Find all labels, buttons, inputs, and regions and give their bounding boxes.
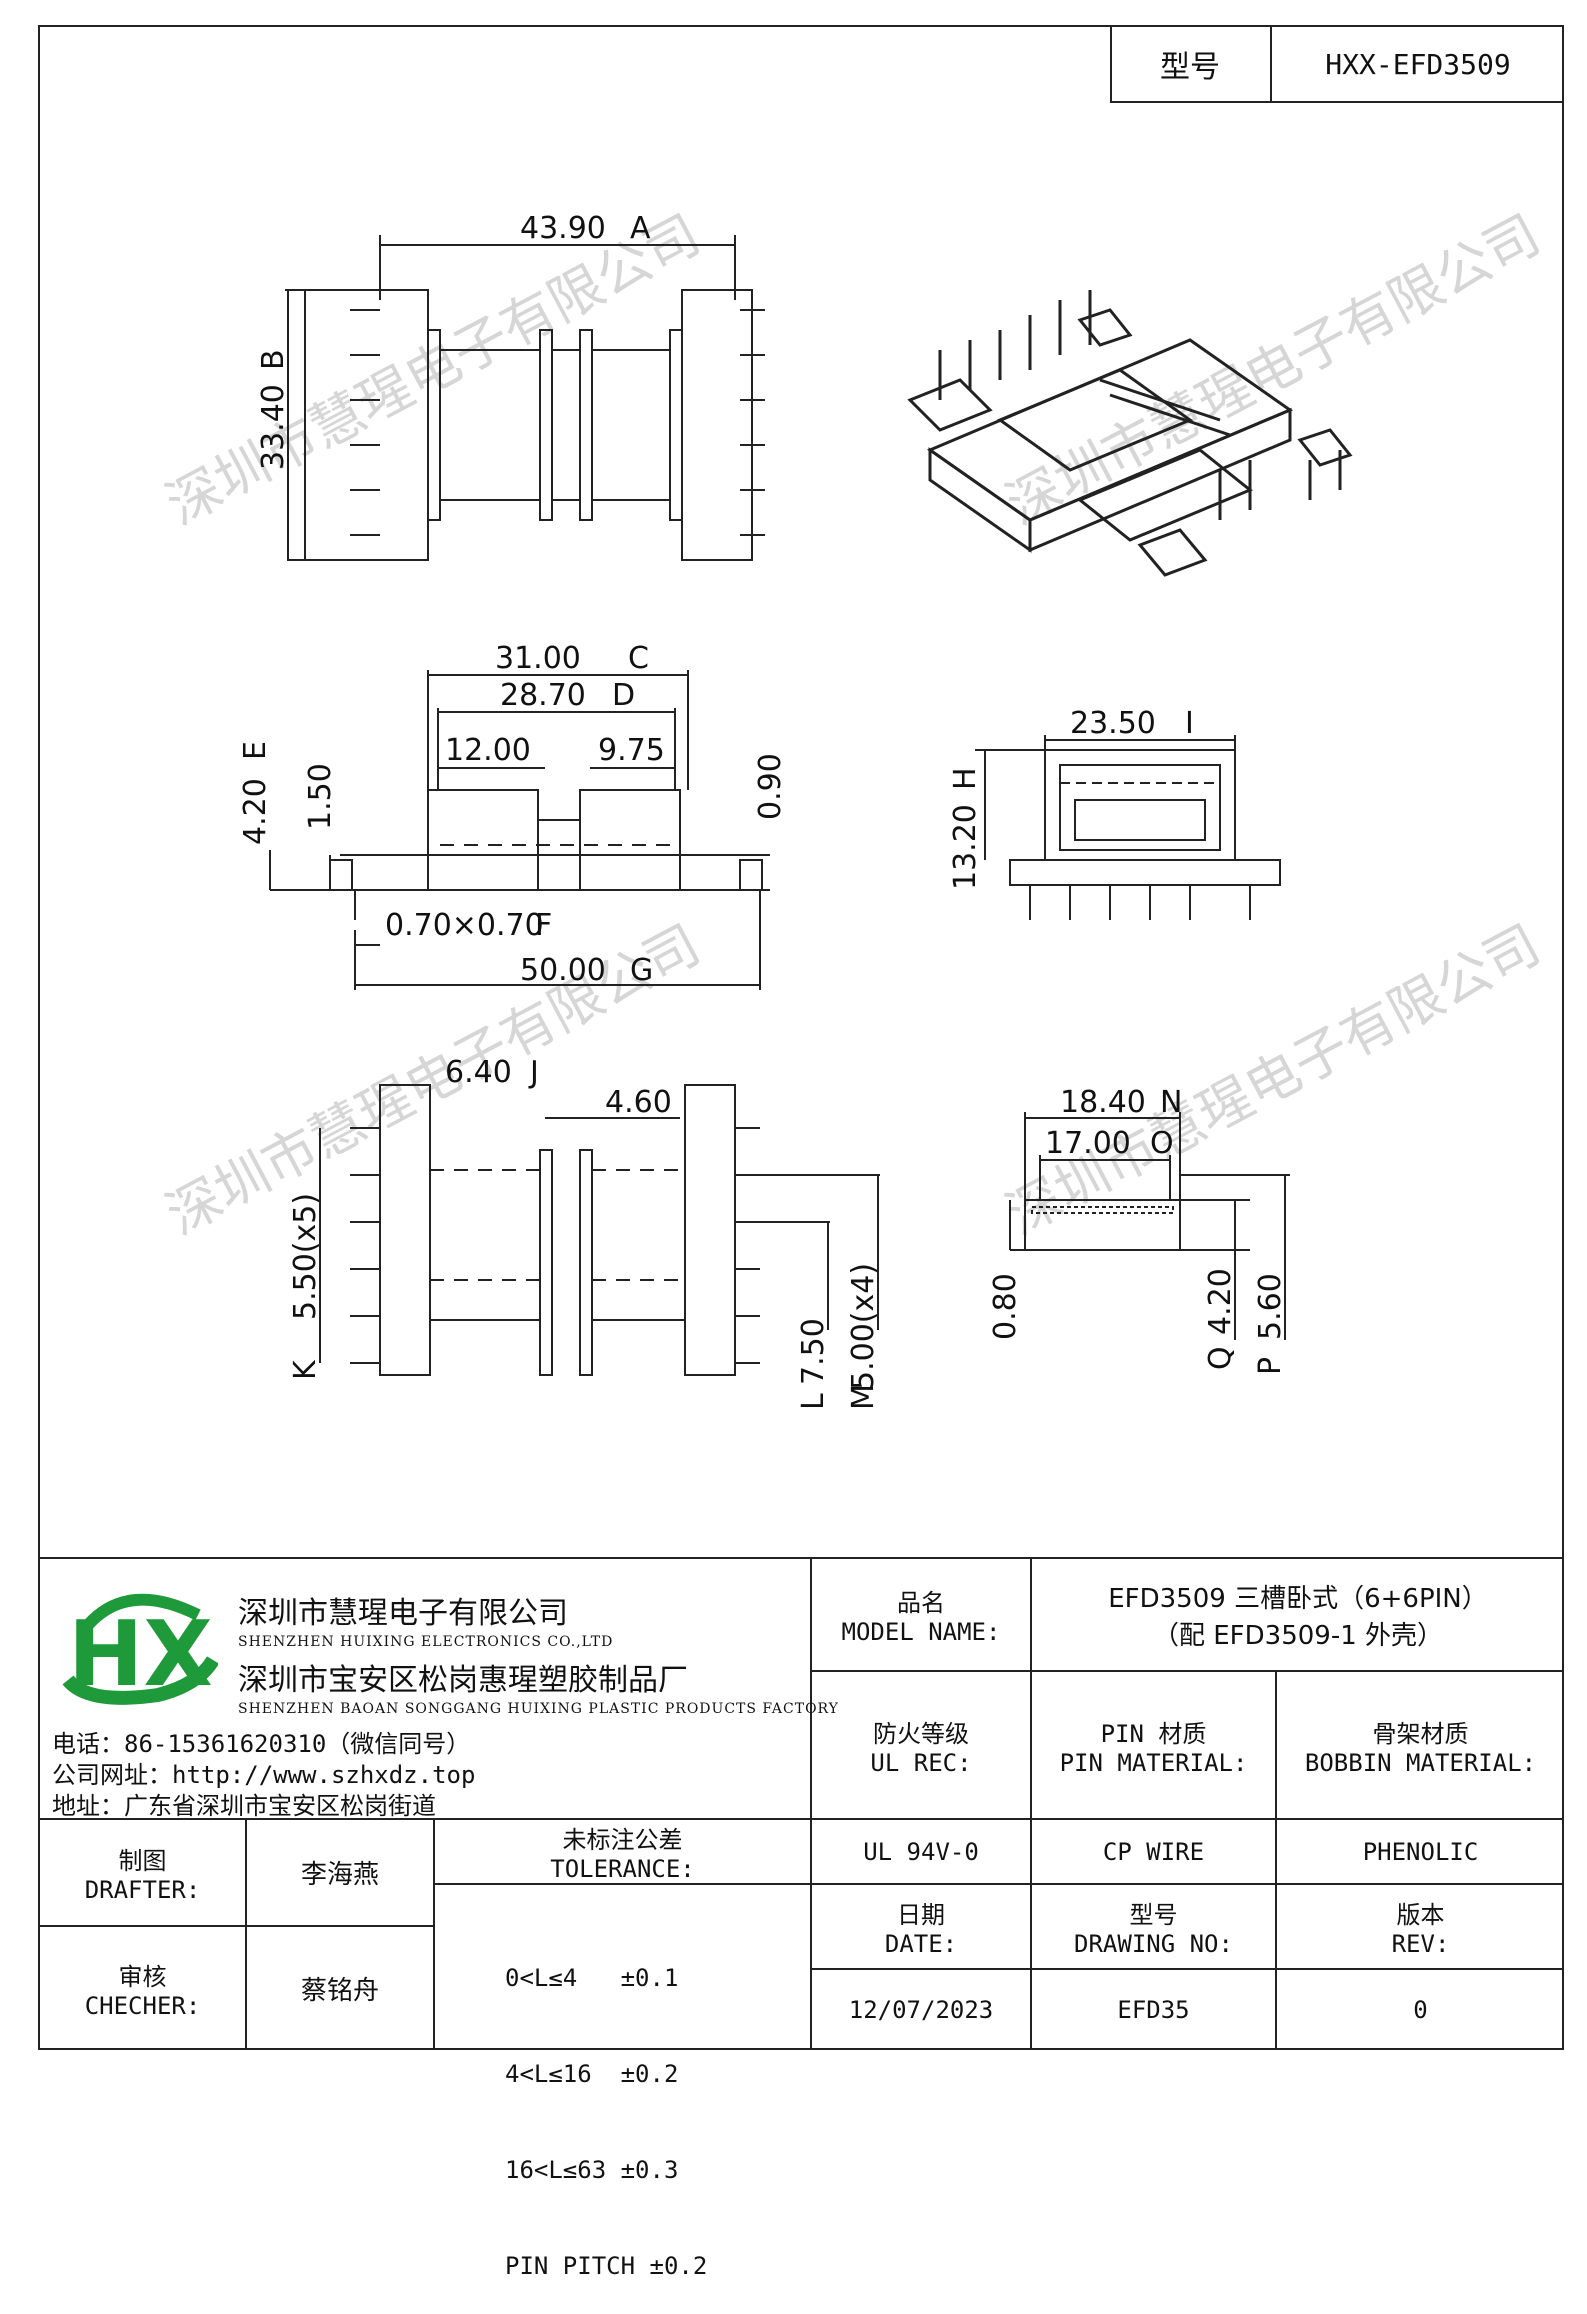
dim-tag-q: Q bbox=[1203, 1346, 1238, 1370]
drawing-no-value: EFD35 bbox=[1117, 1996, 1190, 2024]
dim-n: 18.40 bbox=[1060, 1085, 1146, 1120]
dim-tag-g: G bbox=[630, 953, 653, 988]
dim-e: 4.20 bbox=[238, 778, 273, 845]
dim-tag-f: F bbox=[535, 908, 552, 943]
dim-tag-h: H bbox=[948, 767, 983, 790]
dim-g: 50.00 bbox=[520, 953, 606, 988]
logo-text: HX bbox=[68, 1602, 213, 1707]
header-model-label: 型号 bbox=[1160, 50, 1220, 85]
dim-460: 4.60 bbox=[605, 1085, 672, 1120]
company-address: 地址：广东省深圳市宝安区松岗街道 bbox=[52, 1792, 436, 1820]
dim-tag-k: K bbox=[288, 1359, 323, 1380]
model-name-value: EFD3509 三槽卧式（6+6PIN） （配 EFD3509-1 外壳） bbox=[1108, 1583, 1488, 1651]
dim-tag-b: B bbox=[256, 349, 291, 370]
isometric-view bbox=[907, 290, 1353, 577]
bobbin-material-value: PHENOLIC bbox=[1362, 1837, 1479, 1866]
tolerance-line: 16<L≤63 ±0.3 bbox=[505, 2156, 679, 2184]
header-model-box bbox=[1110, 25, 1564, 103]
company-website: 公司网址：http://www.szhxdz.top bbox=[52, 1761, 476, 1789]
top-view bbox=[285, 235, 765, 561]
checker-name: 蔡铭舟 bbox=[300, 1976, 379, 2006]
ul-value: UL 94V-0 bbox=[863, 1837, 979, 1866]
dim-o: 17.00 bbox=[1045, 1126, 1131, 1161]
dim-080: 0.80 bbox=[988, 1273, 1023, 1340]
dim-090: 0.90 bbox=[753, 753, 788, 820]
dim-j: 6.40 bbox=[445, 1055, 512, 1090]
dim-tag-o: O bbox=[1150, 1126, 1174, 1161]
pin-material-value: CP WIRE bbox=[1102, 1837, 1205, 1866]
drawing-frame bbox=[38, 25, 1564, 2050]
dim-tag-m: M bbox=[846, 1384, 881, 1410]
dim-a: 43.90 bbox=[520, 211, 606, 246]
dim-right-slot: 9.75 bbox=[598, 733, 665, 768]
dim-c: 31.00 bbox=[495, 641, 581, 676]
dim-tag-e: E bbox=[238, 741, 273, 760]
front-view bbox=[269, 670, 770, 990]
tolerance-line: 4<L≤16 ±0.2 bbox=[505, 2060, 679, 2088]
dim-150: 1.50 bbox=[303, 763, 338, 830]
dim-m: 5.00(x4) bbox=[846, 1263, 881, 1390]
dim-h: 13.20 bbox=[948, 804, 983, 890]
dim-tag-j: J bbox=[528, 1055, 539, 1090]
dim-tag-i: I bbox=[1185, 706, 1194, 741]
dim-k: 5.50(x5) bbox=[288, 1193, 323, 1320]
end-view bbox=[1009, 1112, 1290, 1340]
date-value: 12/07/2023 bbox=[848, 1996, 994, 2024]
header-model-value: HXX-EFD3509 bbox=[1325, 47, 1511, 81]
dim-tag-c: C bbox=[628, 641, 649, 676]
dim-tag-l: L bbox=[796, 1393, 831, 1410]
bottom-view bbox=[319, 1084, 880, 1376]
dim-tag-a: A bbox=[630, 211, 651, 246]
dim-tag-d: D bbox=[612, 678, 635, 713]
factory-name-cn: 深圳市宝安区松岗惠瑆塑胶制品厂 bbox=[238, 1663, 688, 1698]
dim-q: 4.20 bbox=[1203, 1268, 1238, 1335]
dim-tag-p: P bbox=[1253, 1357, 1288, 1375]
dim-p: 5.60 bbox=[1253, 1273, 1288, 1340]
model-name-label: 品名 MODEL NAME: bbox=[841, 1589, 1001, 1646]
dim-b: 33.40 bbox=[256, 384, 291, 470]
tolerance-table: 0<L≤4 ±0.1 4<L≤16 ±0.2 16<L≤63 ±0.3 PIN … bbox=[505, 1898, 805, 2314]
technical-drawing: 43.90 A 33.40 B 31.00 C 28.70 D 12.00 9.… bbox=[238, 211, 1353, 1410]
company-logo: HX bbox=[62, 1593, 218, 1707]
dim-tag-n: N bbox=[1160, 1085, 1182, 1120]
factory-name-en: SHENZHEN BAOAN SONGGANG HUIXING PLASTIC … bbox=[238, 1701, 839, 1717]
tolerance-line: PIN PITCH ±0.2 bbox=[505, 2252, 708, 2280]
rev-value: 0 bbox=[1413, 1996, 1428, 2024]
dim-left-slot: 12.00 bbox=[445, 733, 531, 768]
dim-l: 7.50 bbox=[796, 1318, 831, 1385]
tolerance-line: 0<L≤4 ±0.1 bbox=[505, 1964, 679, 1992]
drafter-name: 李海燕 bbox=[300, 1860, 379, 1890]
company-phone: 电话：86-15361620310（微信同号） bbox=[52, 1730, 471, 1758]
company-name-cn: 深圳市慧瑆电子有限公司 bbox=[238, 1596, 568, 1631]
dim-d: 28.70 bbox=[500, 678, 586, 713]
side-view bbox=[975, 735, 1281, 920]
company-name-en: SHENZHEN HUIXING ELECTRONICS CO.,LTD bbox=[238, 1634, 614, 1650]
dim-i: 23.50 bbox=[1070, 706, 1156, 741]
dim-f: 0.70×0.70 bbox=[385, 908, 544, 943]
